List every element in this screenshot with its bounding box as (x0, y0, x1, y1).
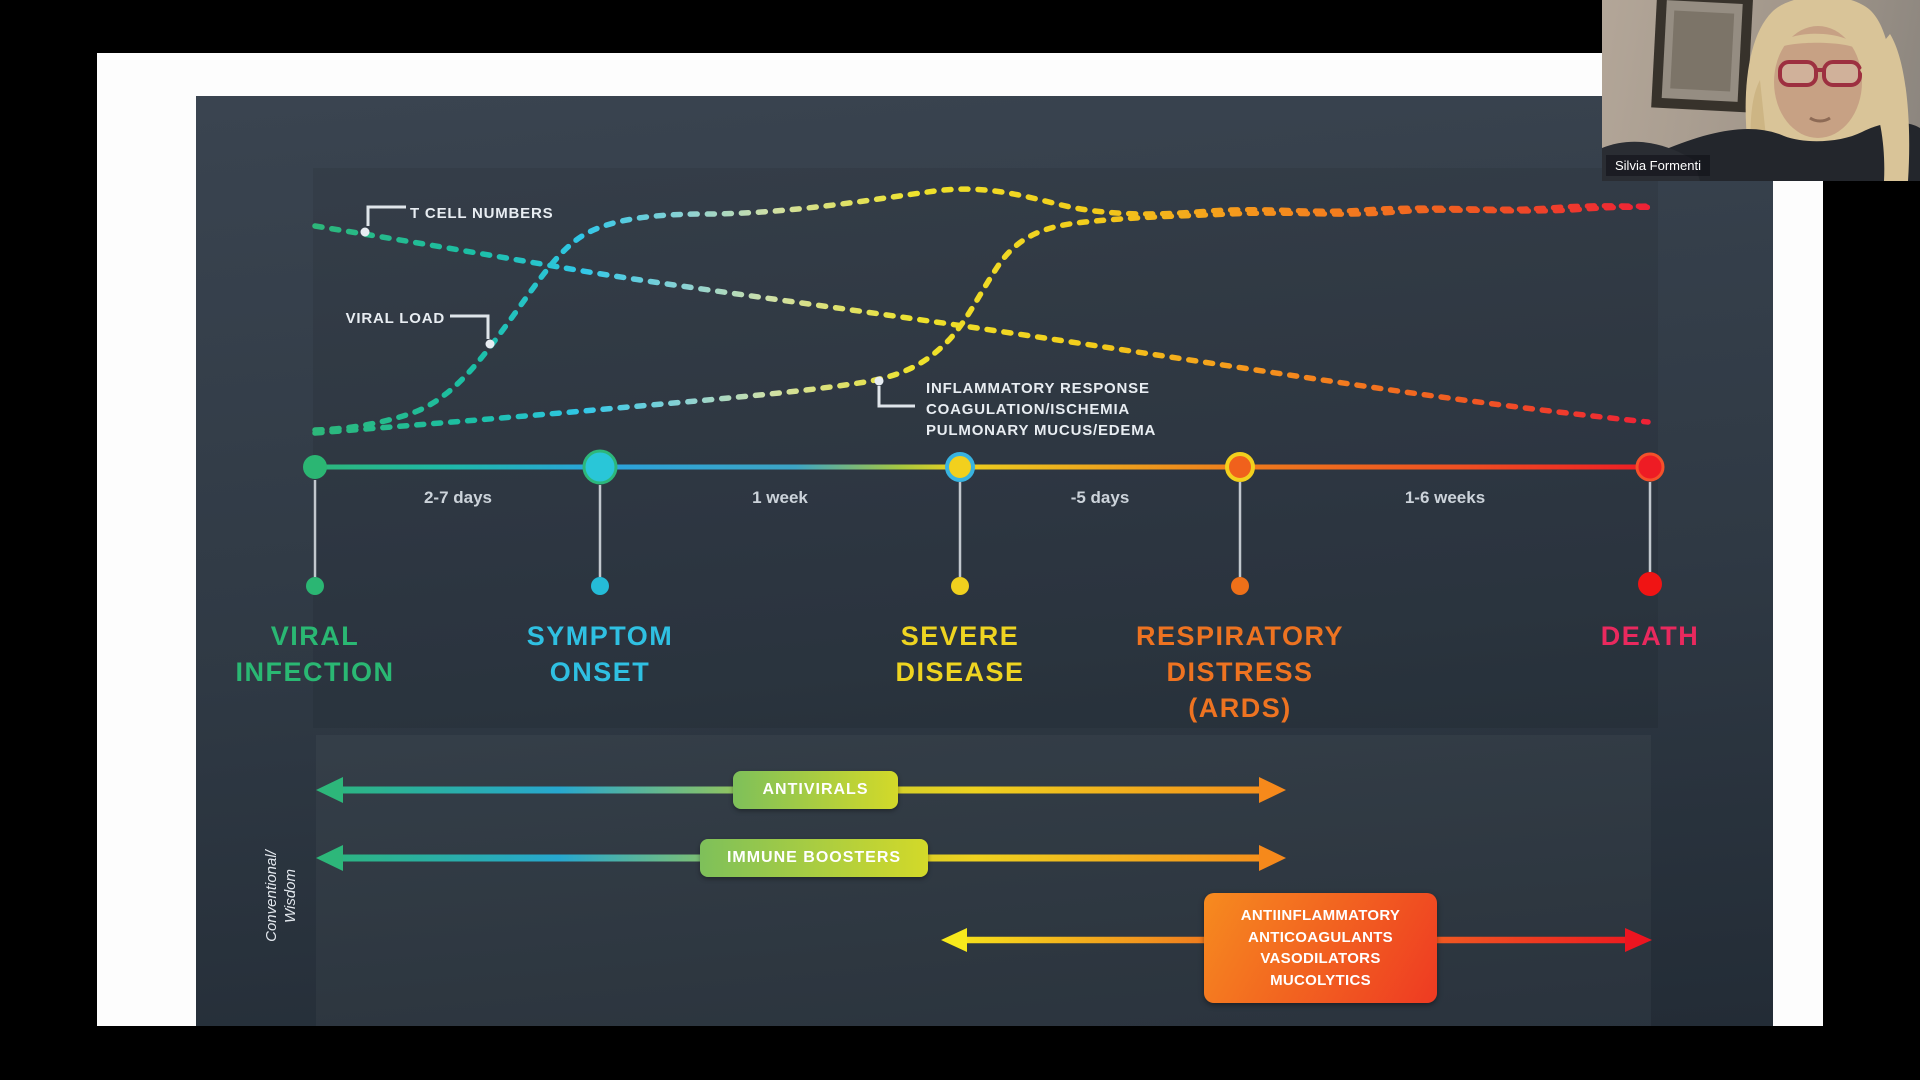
immune-boosters-arrowhead-right (1259, 845, 1286, 871)
participant-name-tag: Silvia Formenti (1606, 155, 1710, 176)
inflammatory-curve (312, 204, 1655, 436)
ards-arrowhead-left (941, 928, 967, 952)
interval-label-4: 1-6 weeks (1404, 488, 1486, 507)
person (1602, 0, 1920, 181)
marker-dot-severe-disease (951, 577, 969, 595)
glasses (1778, 60, 1862, 87)
marker-dot-viral-infection (306, 577, 324, 595)
timeline-dot-viral-infection (303, 455, 327, 479)
t-cell-curve (312, 223, 1651, 425)
wall-picture (1651, 0, 1754, 113)
conventional-wisdom-label: Conventional/ Wisdom (263, 850, 299, 942)
stage-label-respiratory-distress: RESPIRATORY DISTRESS (ARDS) (1135, 621, 1345, 723)
antivirals-pill-label: ANTIVIRALS (762, 781, 869, 798)
ards-drugs-box: ANTIINFLAMMATORY ANTICOAGULANTS VASODILA… (1204, 893, 1437, 1003)
stage-label-symptom-onset: SYMPTOM ONSET (526, 621, 674, 687)
ards-drugs-box-label: ANTIINFLAMMATORY ANTICOAGULANTS VASODILA… (1240, 907, 1401, 989)
inflammatory-connector-dot (874, 376, 884, 386)
antivirals-pill: ANTIVIRALS (733, 771, 898, 809)
timeline-dot-severe-disease (945, 452, 975, 482)
stage-label-death: DEATH (1600, 621, 1700, 651)
viral-load-connector (450, 314, 490, 339)
timeline-dot-death (1635, 452, 1665, 482)
marker-dot-death (1638, 572, 1662, 596)
interval-label-3: -5 days (1070, 488, 1130, 507)
viral-load-connector-dot (485, 339, 495, 349)
inflammatory-connector (877, 386, 915, 408)
inflammatory-response-label: INFLAMMATORY RESPONSE COAGULATION/ISCHEM… (926, 380, 1157, 439)
interval-label-1: 2-7 days (423, 488, 493, 507)
marker-dot-symptom-onset (591, 577, 609, 595)
timeline-dot-respiratory-distress (1225, 452, 1255, 482)
t-cell-numbers-label: T CELL NUMBERS (410, 205, 554, 222)
interval-label-2: 1 week (752, 488, 808, 507)
immune-boosters-pill-label: IMMUNE BOOSTERS (726, 849, 902, 866)
t-cell-connector-dot (360, 227, 370, 237)
stage-label-viral-infection: VIRAL INFECTION (235, 621, 395, 687)
webcam-tile: Silvia Formenti (1602, 0, 1920, 181)
webcam-video (1602, 0, 1920, 181)
immune-boosters-pill: IMMUNE BOOSTERS (700, 839, 928, 877)
viral-load-label: VIRAL LOAD (345, 310, 445, 327)
immune-boosters-arrowhead-left (316, 845, 343, 871)
antivirals-arrowhead-left (316, 777, 343, 803)
t-cell-connector (366, 205, 406, 226)
antivirals-arrowhead-right (1259, 777, 1286, 803)
ards-arrowhead-right (1625, 928, 1652, 952)
marker-dot-respiratory-distress (1231, 577, 1249, 595)
timeline-dot-symptom-onset (582, 449, 618, 485)
stage-label-severe-disease: SEVERE DISEASE (895, 621, 1025, 687)
